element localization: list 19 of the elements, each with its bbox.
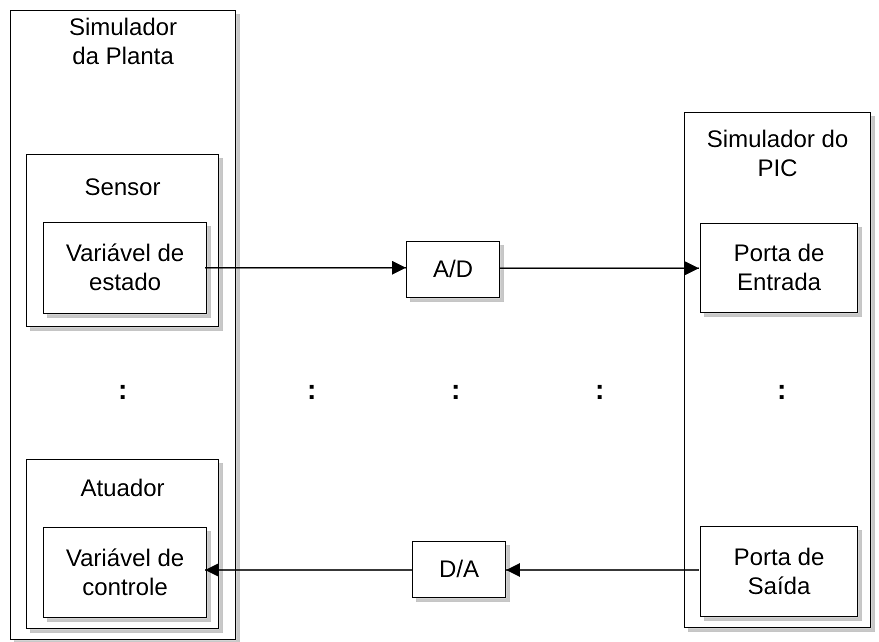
ellipsis-mark: : xyxy=(307,375,316,405)
arrow xyxy=(205,563,412,577)
ellipsis-mark: : xyxy=(595,375,604,405)
box-label: Variável de estado xyxy=(64,239,186,297)
ellipsis-mark: : xyxy=(451,375,460,405)
box-label: Porta de Saída xyxy=(732,542,826,600)
group-title: Atuador xyxy=(79,474,166,503)
arrow xyxy=(500,261,699,276)
group-title: Simulador do PIC xyxy=(706,125,850,183)
box-label: Porta de Entrada xyxy=(732,239,826,297)
group-title: Sensor xyxy=(83,173,162,202)
ellipsis-mark: : xyxy=(777,375,786,405)
arrow xyxy=(205,260,406,275)
box-label: D/A xyxy=(438,555,479,584)
box-label: Variável de controle xyxy=(64,544,186,602)
ellipsis-mark: : xyxy=(118,375,128,405)
box-label: A/D xyxy=(432,255,473,284)
arrow xyxy=(506,563,699,577)
group-title: Simulador da Planta xyxy=(68,13,178,71)
